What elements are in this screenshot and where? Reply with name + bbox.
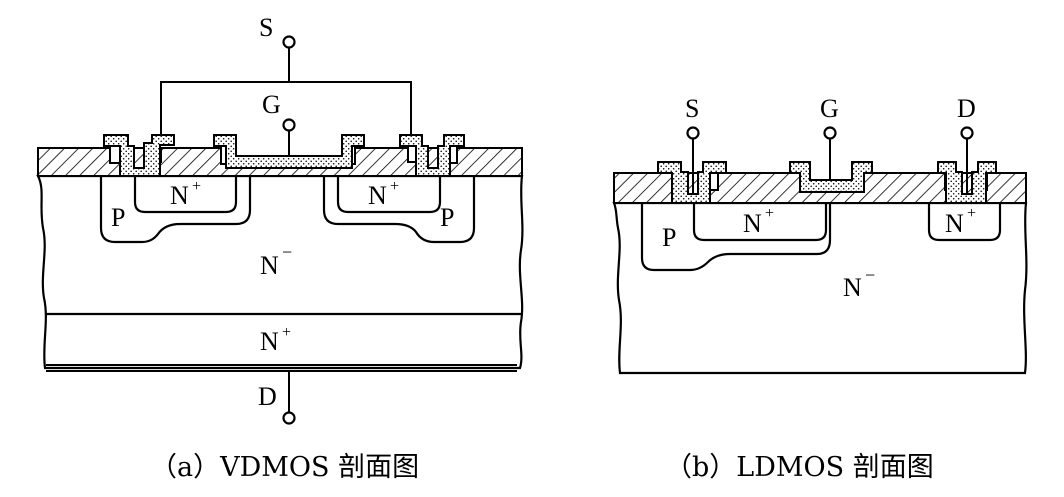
ldmos-source-metal xyxy=(657,161,727,204)
vdmos-label-g: G xyxy=(262,90,281,119)
vdmos-label-n-plus-left: N xyxy=(170,181,189,210)
vdmos-gate-metal xyxy=(213,134,365,169)
vdmos-p-well-right xyxy=(322,176,476,244)
ldmos-drain-terminal xyxy=(960,126,974,140)
ldmos-source-terminal xyxy=(686,126,700,140)
vdmos-p-well-left xyxy=(99,176,252,244)
vdmos-caption: （a）VDMOS 剖面图 xyxy=(150,452,419,483)
ldmos-gate-terminal xyxy=(823,126,837,140)
vdmos-source-metal-left xyxy=(103,134,175,177)
vdmos-sup-plus-substrate: + xyxy=(282,324,291,341)
vdmos-diagram: S G D N + N + P P N − N + xyxy=(36,13,524,425)
ldmos-diagram: S G D N + N + P N − xyxy=(612,94,1028,375)
ldmos-caption: （b）LDMOS 剖面图 xyxy=(665,452,934,483)
ldmos-drain-metal xyxy=(937,161,997,204)
ldmos-label-d: D xyxy=(957,94,976,123)
vdmos-label-n-minus: N xyxy=(260,251,279,280)
ldmos-substrate-body xyxy=(612,201,1028,375)
ldmos-gate-metal xyxy=(789,161,873,193)
ldmos-label-n-plus-source: N xyxy=(743,209,762,238)
ldmos-label-n-minus: N xyxy=(843,273,862,302)
ldmos-p-well xyxy=(640,203,832,272)
vdmos-drain-terminal xyxy=(282,411,296,425)
ldmos-label-n-plus-drain: N xyxy=(945,209,964,238)
ldmos-label-g: G xyxy=(820,94,839,123)
ldmos-label-s: S xyxy=(685,94,699,123)
ldmos-n-plus-source xyxy=(692,203,828,242)
ldmos-label-p: P xyxy=(662,223,676,252)
vdmos-sup-minus: − xyxy=(282,242,292,262)
ldmos-sup-plus-source: + xyxy=(765,205,774,222)
vdmos-sup-plus-right: + xyxy=(390,178,399,195)
vdmos-n-plus-left xyxy=(133,176,238,214)
ldmos-n-plus-drain xyxy=(927,203,1002,242)
vdmos-label-d: D xyxy=(258,382,277,411)
vdmos-label-n-plus-substrate: N xyxy=(260,327,279,356)
vdmos-label-n-plus-right: N xyxy=(368,181,387,210)
vdmos-source-wire xyxy=(160,81,412,135)
vdmos-source-metal-right xyxy=(399,134,465,177)
vdmos-label-s: S xyxy=(259,13,273,42)
vdmos-sup-plus-left: + xyxy=(192,178,201,195)
vdmos-source-terminal xyxy=(282,35,296,49)
vdmos-gate-terminal xyxy=(282,118,296,132)
ldmos-sup-minus: − xyxy=(865,265,875,285)
vdmos-label-p-right: P xyxy=(440,203,454,232)
vdmos-n-plus-right xyxy=(336,176,442,214)
vdmos-label-p-left: P xyxy=(111,203,125,232)
ldmos-sup-plus-drain: + xyxy=(967,205,976,222)
